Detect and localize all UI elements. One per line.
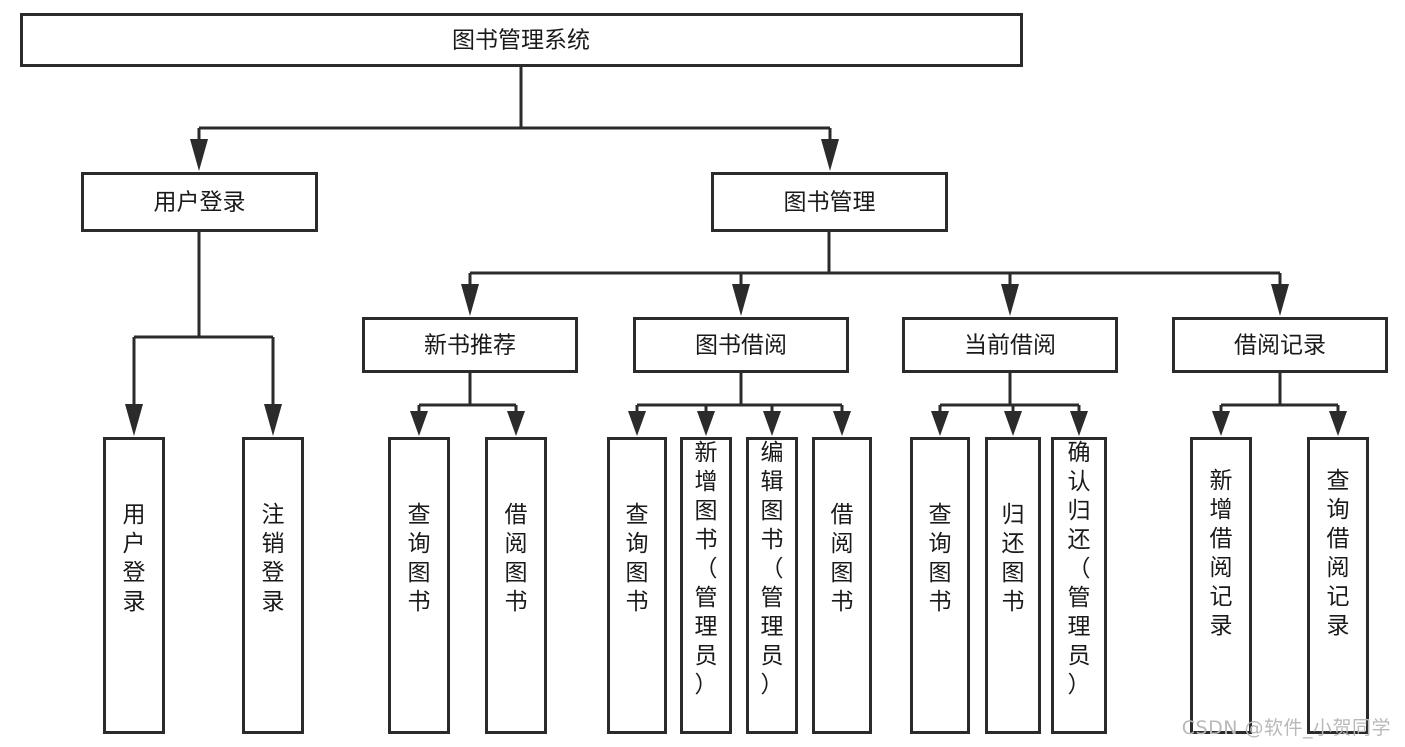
leaf-label: 借阅图书	[831, 502, 854, 615]
leaf-box	[680, 437, 732, 734]
leaf-box	[1307, 437, 1369, 734]
leaf-box	[910, 437, 970, 734]
connector-bookmgmt-to-level3	[461, 231, 1289, 316]
leaf-node-confirm-return-admin[interactable]: 确认归还（管理员）	[1051, 437, 1107, 734]
leaf-label: 新增图书（管理员）	[695, 440, 718, 698]
leaf-label: 确认归还（管理员）	[1068, 440, 1091, 698]
leaf-label: 查询图书	[626, 502, 649, 615]
leaf-box	[1190, 437, 1252, 734]
leaf-label: 查询图书	[408, 502, 431, 615]
node-borrow-record[interactable]: 借阅记录	[1172, 317, 1388, 373]
connector-root-to-level2	[190, 67, 839, 171]
level2-label: 图书管理	[784, 190, 876, 216]
leaf-node-add-book-admin[interactable]: 新增图书（管理员）	[680, 437, 732, 734]
root-box	[20, 13, 1023, 67]
leaf-node-query-book-borrow[interactable]: 查询图书	[607, 437, 667, 734]
node-root[interactable]: 图书管理系统	[20, 13, 1023, 67]
level3-label: 新书推荐	[424, 333, 516, 359]
leaf-node-borrow-book[interactable]: 借阅图书	[812, 437, 872, 734]
level3-label: 当前借阅	[964, 333, 1056, 359]
connector-borrowrecord-to-leaves	[1212, 371, 1347, 436]
arrow-head-icon	[1001, 284, 1019, 316]
leaf-label: 新增借阅记录	[1210, 468, 1233, 639]
level3-label: 借阅记录	[1234, 333, 1326, 359]
connector-bookborrow-to-leaves	[628, 371, 851, 436]
level3-box	[362, 317, 578, 373]
leaf-box	[103, 437, 165, 734]
arrow-head-icon	[763, 411, 781, 436]
arrow-head-icon	[190, 139, 208, 171]
leaf-node-query-book-current[interactable]: 查询图书	[910, 437, 970, 734]
connector-newbook-to-leaves	[410, 371, 525, 436]
leaf-node-user-login[interactable]: 用户登录	[103, 437, 165, 734]
connector-userlogin-to-leaves	[125, 231, 282, 436]
arrow-head-icon	[821, 139, 839, 171]
node-current-borrow[interactable]: 当前借阅	[902, 317, 1118, 373]
leaf-label: 查询借阅记录	[1327, 468, 1350, 639]
arrow-head-icon	[410, 411, 428, 436]
arrow-head-icon	[507, 411, 525, 436]
arrow-head-icon	[1271, 284, 1289, 316]
leaf-node-return-book[interactable]: 归还图书	[985, 437, 1041, 734]
leaf-box	[485, 437, 547, 734]
level3-box	[902, 317, 1118, 373]
leaf-node-query-book-newbook[interactable]: 查询图书	[388, 437, 450, 734]
leaf-box	[1051, 437, 1107, 734]
root-label: 图书管理系统	[452, 28, 590, 54]
arrow-head-icon	[461, 284, 479, 316]
leaf-node-edit-book-admin[interactable]: 编辑图书（管理员）	[746, 437, 798, 734]
leaf-label: 查询图书	[929, 502, 952, 615]
leaf-label: 借阅图书	[505, 502, 528, 615]
level2-box	[711, 172, 948, 232]
arrow-head-icon	[125, 404, 143, 436]
leaf-label: 用户登录	[123, 502, 146, 615]
leaf-box	[388, 437, 450, 734]
arrow-head-icon	[264, 404, 282, 436]
leaf-box	[985, 437, 1041, 734]
leaf-box	[812, 437, 872, 734]
level3-label: 图书借阅	[695, 333, 787, 359]
leaf-node-add-borrow-record[interactable]: 新增借阅记录	[1190, 437, 1252, 734]
leaf-node-borrow-book-newbook[interactable]: 借阅图书	[485, 437, 547, 734]
arrow-head-icon	[931, 411, 949, 436]
leaf-node-query-borrow-record[interactable]: 查询借阅记录	[1307, 437, 1369, 734]
arrow-head-icon	[628, 411, 646, 436]
leaf-node-logout[interactable]: 注销登录	[242, 437, 304, 734]
arrow-head-icon	[1329, 411, 1347, 436]
leaf-label: 注销登录	[262, 502, 285, 615]
arrow-head-icon	[697, 411, 715, 436]
connector-currentborrow-to-leaves	[931, 371, 1088, 436]
arrow-head-icon	[833, 411, 851, 436]
node-book-management[interactable]: 图书管理	[711, 172, 948, 232]
leaf-box	[607, 437, 667, 734]
leaf-box	[746, 437, 798, 734]
leaf-label: 编辑图书（管理员）	[761, 440, 784, 698]
arrow-head-icon	[732, 284, 750, 316]
level2-box	[81, 172, 318, 232]
leaf-label: 归还图书	[1002, 502, 1025, 615]
arrow-head-icon	[1070, 411, 1088, 436]
node-book-borrow[interactable]: 图书借阅	[633, 317, 849, 373]
level2-label: 用户登录	[154, 190, 246, 216]
arrow-head-icon	[1212, 411, 1230, 436]
node-new-book-recommend[interactable]: 新书推荐	[362, 317, 578, 373]
arrow-head-icon	[1004, 411, 1022, 436]
node-user-login[interactable]: 用户登录	[81, 172, 318, 232]
leaf-box	[242, 437, 304, 734]
